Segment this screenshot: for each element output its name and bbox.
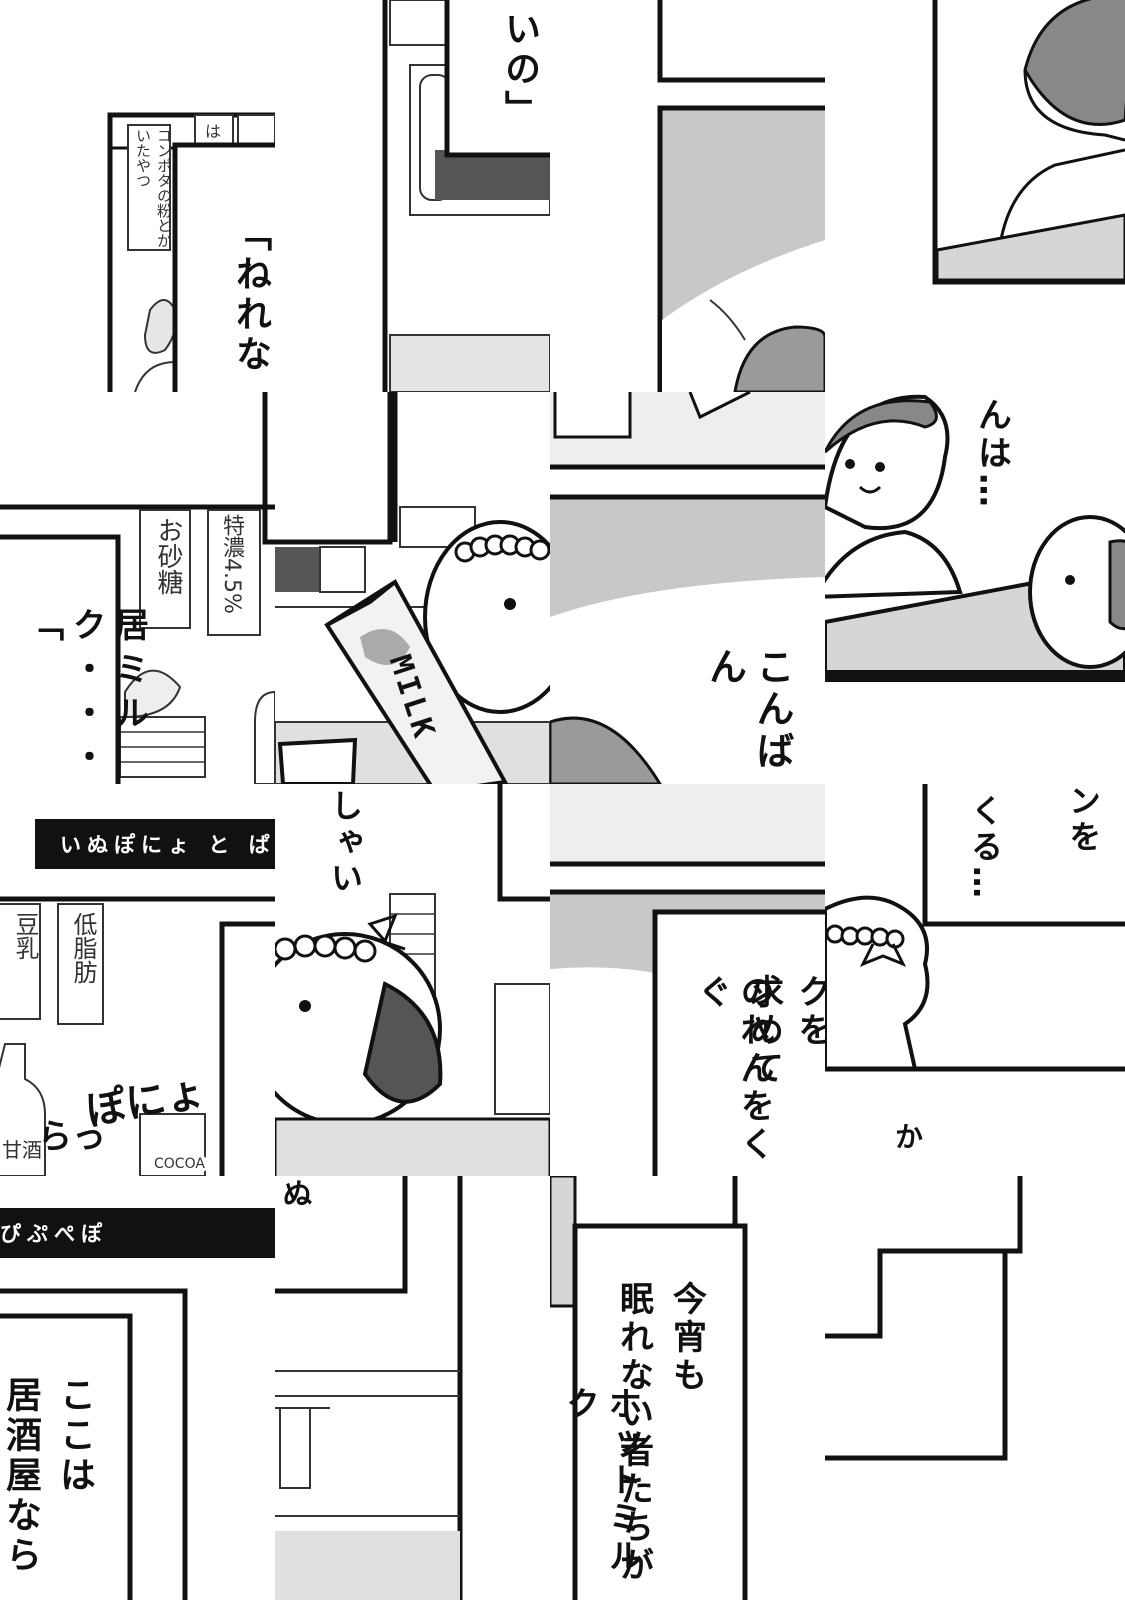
boy-face-drawing [932,0,1125,285]
speech-balloon-konban: こんばん [702,647,795,773]
tile-r4c1: ぴぷぺぽ ここは 居酒屋なら [0,1176,275,1600]
caption-nemurenaimono: 眠れない者たちが [613,1281,654,1585]
caption-hotmilk-cut: ホットミルク [559,1386,643,1576]
tile-r3c2: しゃい [275,784,550,1176]
tile-r2c2: MILK [275,392,550,784]
tile-r1c4 [825,0,1125,392]
label-konpota: コンポタの粉とかいたやつ [134,128,173,248]
cocoa-label: COCOA [150,1156,209,1172]
caption-kokowa: ここは [54,1376,95,1496]
dog-back-drawing [825,784,1125,1072]
bottle-logo-sub: らっ [38,1117,106,1157]
panel-borders-drawing [657,0,825,392]
caption-koyoimo: 今宵も [666,1281,707,1395]
speech-balloon-imilk: 居ミルク・・・「 [23,607,149,783]
series-title-banner: いぬぽにょ と ぱで [35,819,275,869]
label-teishibou: 低脂肪 [69,912,97,984]
narration-box-drawing [550,1176,748,1600]
tile-r2c4: んは… [825,392,1125,784]
label-amazake: 甘酒 [2,1138,42,1162]
speech-balloon-nerena: 「ねれな [230,215,271,375]
boy-and-dog-drawing [825,394,1125,682]
tile-r2c3: こんばん [550,392,825,784]
speech-balloon-nha: んは… [971,397,1012,511]
caption-norenwokugu: のれんをくぐ [691,974,775,1164]
empty-panels-drawing [825,1176,1023,1461]
tile-r1c3 [550,0,825,392]
label-tokunou: 特濃4.5% [219,514,244,614]
tile-r3c4: ンを くる… か [825,784,1125,1176]
counter-panel-drawing [550,392,825,784]
caption-box-drawing [0,1288,188,1600]
label-tounyuu: 豆乳 [11,912,39,960]
tile-r1c1: コンポタの粉とかいたやつ は 「ねれな [0,0,275,392]
tile-r3c3: ホットミルクを 求めて のれんをくぐ [550,784,825,1176]
caption-ka: か [891,1122,924,1154]
dog-greeting-drawing [275,784,550,1176]
tile-r2c1: 屋 お砂糖 特濃4.5% 居ミルク・・・「 [0,392,275,784]
towel-rack-drawing [275,1176,463,1600]
speech-kuru: くる… [966,794,1004,902]
speech-balloon-ino: いの」 [499,10,540,130]
tile-r1c2: いの」 [275,0,550,392]
author-banner: ぴぷぺぽ [0,1208,275,1258]
tile-r4c2: ぬ [275,1176,550,1600]
tile-r4c3: 今宵も 眠れない者たちが ホットミルク [550,1176,825,1600]
tile-r3c1: いぬぽにょ と ぱで 豆乳 低脂肪 甘酒 ぽにょ らっ COCOA [0,784,275,1176]
label-osatou: お砂糖 [153,517,183,595]
label-ha: は [205,122,222,141]
caption-motomete: 求めて [743,974,784,1088]
caption-hotmilk: ホットミルクを [791,974,826,1050]
speech-nu: ぬ [276,1178,312,1212]
speech-nwo: ンを [1064,784,1102,856]
tile-r4c4 [825,1176,1125,1600]
kitchen-shelf-drawing [107,112,275,392]
speech-balloon-shai: しゃい [326,789,364,897]
microwave-drawing [382,0,550,392]
milk-shelf-drawing [0,392,275,784]
caption-izakayanara: 居酒屋なら [0,1376,41,1576]
caption-panel-drawing [550,784,825,1176]
dog-with-milk-drawing [275,392,550,784]
